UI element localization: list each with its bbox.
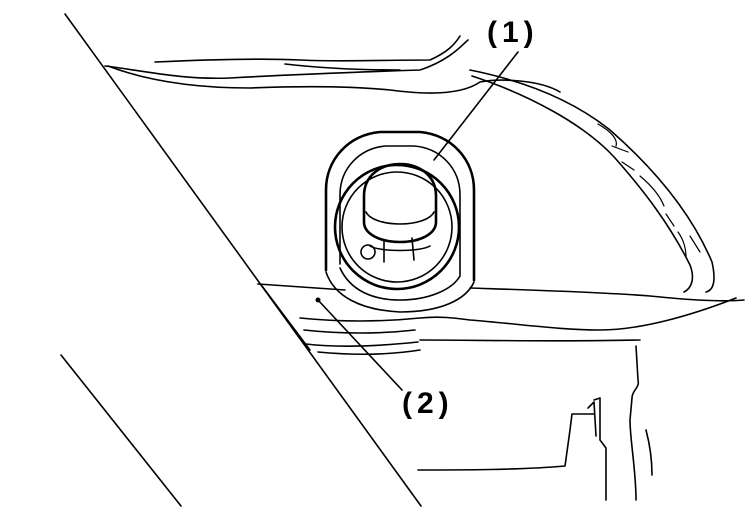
plug-hole: [360, 244, 376, 260]
boss-inner-outline: [339, 145, 461, 276]
drain-plug: [333, 162, 461, 291]
callout-label-1: (1): [487, 16, 539, 49]
crossmember-ledge-2: [305, 341, 419, 347]
crossmember-left-top: [257, 283, 346, 291]
lower-bracket-tab: [593, 397, 607, 501]
callout-label-2: (2): [402, 387, 454, 420]
leader-dot-2: [315, 297, 321, 303]
plug-shank: [383, 237, 415, 263]
housing-detail-5: [665, 213, 675, 227]
housing-seam: [284, 63, 401, 71]
plug-head-shoulder: [365, 211, 435, 225]
housing-detail-1: [597, 123, 617, 147]
crossmember-lower-line: [419, 339, 641, 342]
leader-line-2: [317, 299, 403, 391]
drain-plug-boss: [324, 130, 476, 313]
plug-hex-head: [362, 162, 438, 244]
lower-structure: [417, 345, 653, 501]
housing-detail-4: [639, 175, 665, 207]
lower-edge-right: [645, 429, 653, 476]
boss-inner-base-curve: [339, 267, 461, 301]
housing-right-contour-inner: [471, 75, 694, 293]
leader-line-1: [433, 51, 519, 161]
lower-right-post: [629, 345, 640, 501]
crossmember-bottom-edge: [299, 297, 737, 331]
plug-shank-seat: [369, 245, 431, 252]
crossmember-end-edge: [261, 285, 311, 351]
upper-housing-outline: [104, 35, 715, 293]
crossmember: [257, 283, 745, 355]
housing-top-edge-inner: [154, 35, 461, 63]
housing-lip: [107, 65, 561, 94]
housing-detail-7: [689, 235, 701, 253]
crossmember-ledge-3: [317, 349, 421, 355]
housing-detail-6: [677, 231, 687, 257]
crossmember-right-top: [469, 287, 745, 302]
panel-diagonal-edge-lower: [60, 354, 182, 507]
housing-right-contour-outer: [469, 69, 715, 293]
housing-top-edge-outer: [104, 39, 469, 80]
housing-detail-2: [611, 145, 629, 153]
boss-outer-outline: [324, 130, 476, 282]
housing-detail-3: [621, 161, 635, 171]
lower-bracket-fold: [587, 401, 597, 437]
plug-flange-outer: [333, 163, 461, 291]
lower-bracket-outline: [417, 413, 595, 471]
boss-base-curve: [325, 271, 475, 313]
left-panel-edges: [60, 13, 422, 507]
crossmember-ledge-1: [303, 329, 416, 334]
panel-diagonal-edge-upper: [64, 13, 422, 507]
leader-lines: [315, 51, 519, 391]
plug-flange-inner: [341, 171, 453, 283]
